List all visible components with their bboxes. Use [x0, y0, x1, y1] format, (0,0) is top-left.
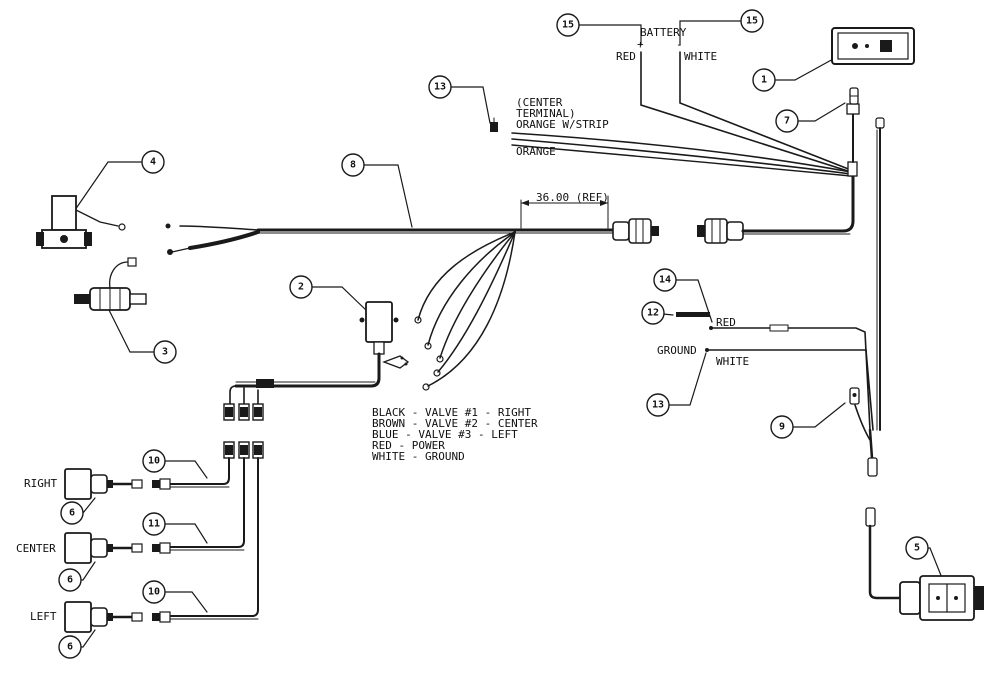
- callout-4: 4: [141, 150, 165, 174]
- main-harness: 36.00 (REF): [165, 191, 617, 391]
- svg-text:12: 12: [647, 308, 659, 319]
- callout-3: 3: [153, 340, 177, 364]
- svg-text:7: 7: [784, 116, 790, 127]
- callout-bubbles: 15 15 1 13 7 4 8 2 3 14 12 13 9 10 6 11 …: [58, 9, 929, 659]
- battery-minus: -: [676, 38, 683, 51]
- svg-text:4: 4: [150, 157, 156, 168]
- callout-10-bottom: 10: [142, 580, 166, 604]
- callout-6-left: 6: [58, 635, 82, 659]
- callout-6-center: 6: [58, 568, 82, 592]
- callout-15-left: 15: [556, 13, 580, 37]
- svg-text:9: 9: [779, 422, 785, 433]
- svg-text:3: 3: [162, 347, 168, 358]
- heat-shrink-part-12: [676, 312, 710, 317]
- switch-module-part-5: [899, 575, 984, 621]
- svg-text:6: 6: [69, 508, 75, 519]
- callout-11: 11: [142, 512, 166, 536]
- callout-2: 2: [289, 275, 313, 299]
- valve-center-label: CENTER: [16, 542, 56, 555]
- callout-5: 5: [905, 536, 929, 560]
- callout-9: 9: [770, 415, 794, 439]
- battery-red-label: RED: [616, 50, 636, 63]
- valve-part-4: [36, 195, 126, 249]
- svg-text:15: 15: [746, 16, 758, 27]
- callout-12: 12: [641, 301, 665, 325]
- battery-label: BATTERY: [640, 26, 687, 39]
- callout-1: 1: [752, 68, 776, 92]
- color-key-line-2: BROWN - VALVE #2 - CENTER: [372, 417, 538, 430]
- battery-plus: +: [637, 38, 644, 51]
- svg-text:1: 1: [761, 75, 767, 86]
- valve-right-label: RIGHT: [24, 477, 57, 490]
- dimension-label: 36.00 (REF): [536, 191, 609, 204]
- svg-text:15: 15: [562, 20, 574, 31]
- svg-text:13: 13: [434, 82, 446, 93]
- callout-13-bottom: 13: [646, 393, 670, 417]
- text-labels: BATTERY + - RED WHITE (CENTER TERMINAL) …: [16, 26, 749, 623]
- svg-text:10: 10: [148, 587, 160, 598]
- valve-right: [64, 468, 171, 500]
- svg-text:8: 8: [350, 160, 356, 171]
- junction-box-part-2: [223, 301, 410, 421]
- callout-13-top: 13: [428, 75, 452, 99]
- ground-label: GROUND: [657, 344, 697, 357]
- control-wiring: [511, 51, 902, 600]
- svg-text:14: 14: [659, 275, 671, 286]
- svg-text:6: 6: [67, 575, 73, 586]
- wire-orange-strip-label: ORANGE W/STRIP: [516, 118, 609, 131]
- wire-center-label: (CENTER: [516, 96, 563, 109]
- wire-terminal-label: TERMINAL): [516, 107, 576, 120]
- callout-15-right: 15: [740, 9, 764, 33]
- svg-text:13: 13: [652, 400, 664, 411]
- svg-text:2: 2: [298, 282, 304, 293]
- callout-8: 8: [341, 153, 365, 177]
- svg-text:5: 5: [914, 543, 920, 554]
- valve-connectors: [169, 441, 264, 620]
- battery-white-label: WHITE: [684, 50, 717, 63]
- sensor-part-3: [74, 257, 147, 311]
- valve-left-label: LEFT: [30, 610, 57, 623]
- red-lead-label: RED: [716, 316, 736, 329]
- console-box: [831, 27, 915, 65]
- color-key-line-1: BLACK - VALVE #1 - RIGHT: [372, 406, 531, 419]
- white-lead-label: WHITE: [716, 355, 749, 368]
- callout-14: 14: [653, 268, 677, 292]
- wire-orange-label: ORANGE: [516, 145, 556, 158]
- callout-10-top: 10: [142, 449, 166, 473]
- svg-text:6: 6: [67, 642, 73, 653]
- valve-center: [64, 532, 171, 564]
- color-key-line-4: RED - POWER: [372, 439, 445, 452]
- callout-6-right: 6: [60, 501, 84, 525]
- harness-connector-male: [612, 218, 659, 244]
- callout-7: 7: [775, 109, 799, 133]
- terminal-13: [490, 117, 498, 132]
- callout-leaders: [60, 20, 943, 648]
- svg-text:11: 11: [148, 519, 160, 530]
- color-key-line-3: BLUE - VALVE #3 - LEFT: [372, 428, 518, 441]
- valve-left: [64, 601, 171, 633]
- color-key-line-5: WHITE - GROUND: [372, 450, 465, 463]
- harness-connector-female: [697, 218, 744, 244]
- svg-text:10: 10: [148, 456, 160, 467]
